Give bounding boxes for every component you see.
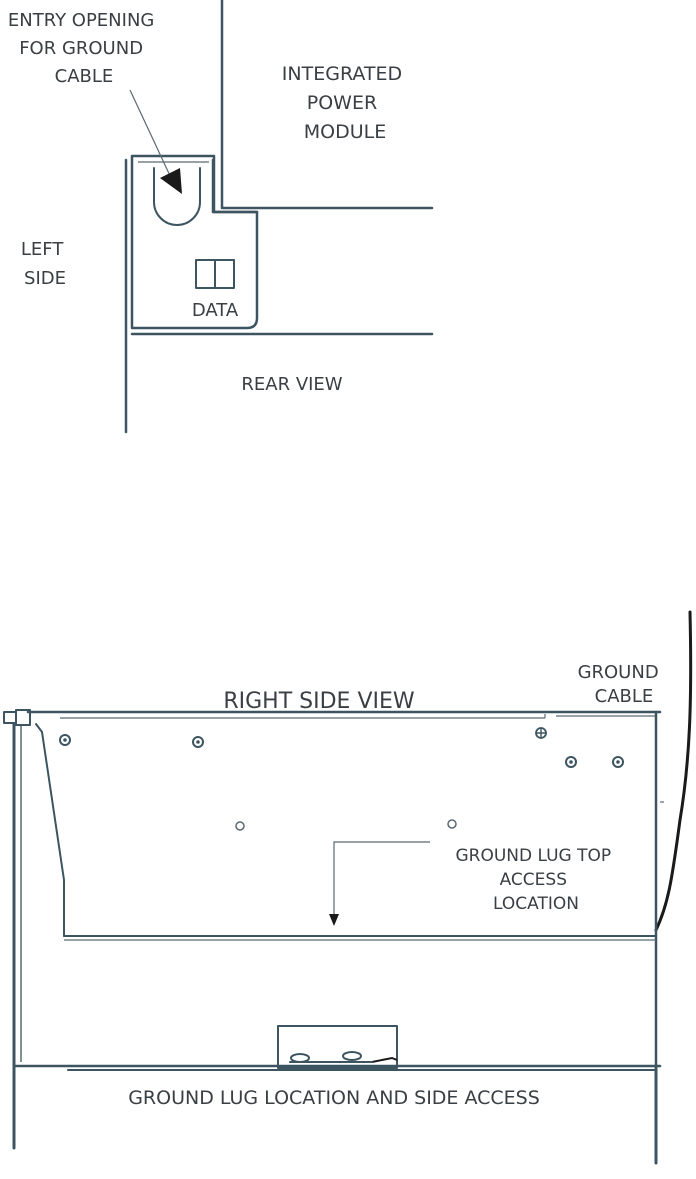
ground-cable-label-line-2: CABLE xyxy=(595,686,654,707)
data-label: DATA xyxy=(192,300,239,321)
hole-icon xyxy=(448,820,456,828)
lug-top-label-line-3: LOCATION xyxy=(493,894,579,914)
rear-view-label: REAR VIEW xyxy=(241,374,342,395)
module-label-line-2: POWER xyxy=(307,92,377,114)
entry-label-line-3: CABLE xyxy=(55,66,114,87)
left-side-label-line-1: LEFT xyxy=(21,239,64,260)
svg-text:GROUND CABLE: GROUND CABLE xyxy=(578,662,665,707)
top-left-latch xyxy=(4,712,16,723)
ground-cable xyxy=(656,612,691,930)
entry-arrowhead xyxy=(160,168,182,194)
ground-lug-wire xyxy=(372,1058,397,1062)
svg-text:GROUND LUG TOP ACCESS: GROUND LUG TOP ACCESS LOCATION xyxy=(455,846,616,914)
entry-leader-line xyxy=(130,90,172,180)
rear-view-drawing: ENTRY OPENING FOR GROUND CABLE INTEGRATE… xyxy=(8,0,432,432)
lug-top-label-line-1: GROUND LUG TOP xyxy=(455,846,611,866)
lug-top-label-line-2: ACCESS xyxy=(500,870,567,890)
svg-text:LEFT SIDE: LEFT SIDE xyxy=(21,239,69,289)
ground-lug-bolt-left xyxy=(291,1054,309,1062)
hole-icon xyxy=(236,822,244,830)
screw-icon xyxy=(196,740,200,744)
ground-lug-bolt-right xyxy=(343,1052,361,1060)
lug-top-arrowhead xyxy=(329,914,339,926)
module-label-line-1: INTEGRATED xyxy=(282,63,402,85)
screw-holes xyxy=(60,728,623,830)
right-side-view-title: RIGHT SIDE VIEW xyxy=(223,689,415,714)
screw-icon xyxy=(616,760,620,764)
entry-label-line-1: ENTRY OPENING xyxy=(8,10,155,31)
svg-text:INTEGRATED POWER M: INTEGRATED POWER MODULE xyxy=(282,63,408,143)
entry-label-line-2: FOR GROUND xyxy=(19,38,143,59)
screw-icon xyxy=(569,760,573,764)
svg-text:ENTRY OPENING FOR GROUND: ENTRY OPENING FOR GROUND CABLE xyxy=(8,10,160,87)
left-side-label-line-2: SIDE xyxy=(24,268,66,289)
right-side-drawing: GROUND CABLE RIGHT SIDE VIEW xyxy=(4,612,691,1163)
lug-top-leader-line xyxy=(334,842,430,918)
module-label-line-3: MODULE xyxy=(304,121,386,143)
slanted-panel xyxy=(36,724,64,936)
screw-icon xyxy=(63,738,67,742)
ground-cable-label-line-1: GROUND xyxy=(578,662,659,683)
power-module-step xyxy=(213,160,257,212)
bottom-caption: GROUND LUG LOCATION AND SIDE ACCESS xyxy=(128,1087,540,1109)
